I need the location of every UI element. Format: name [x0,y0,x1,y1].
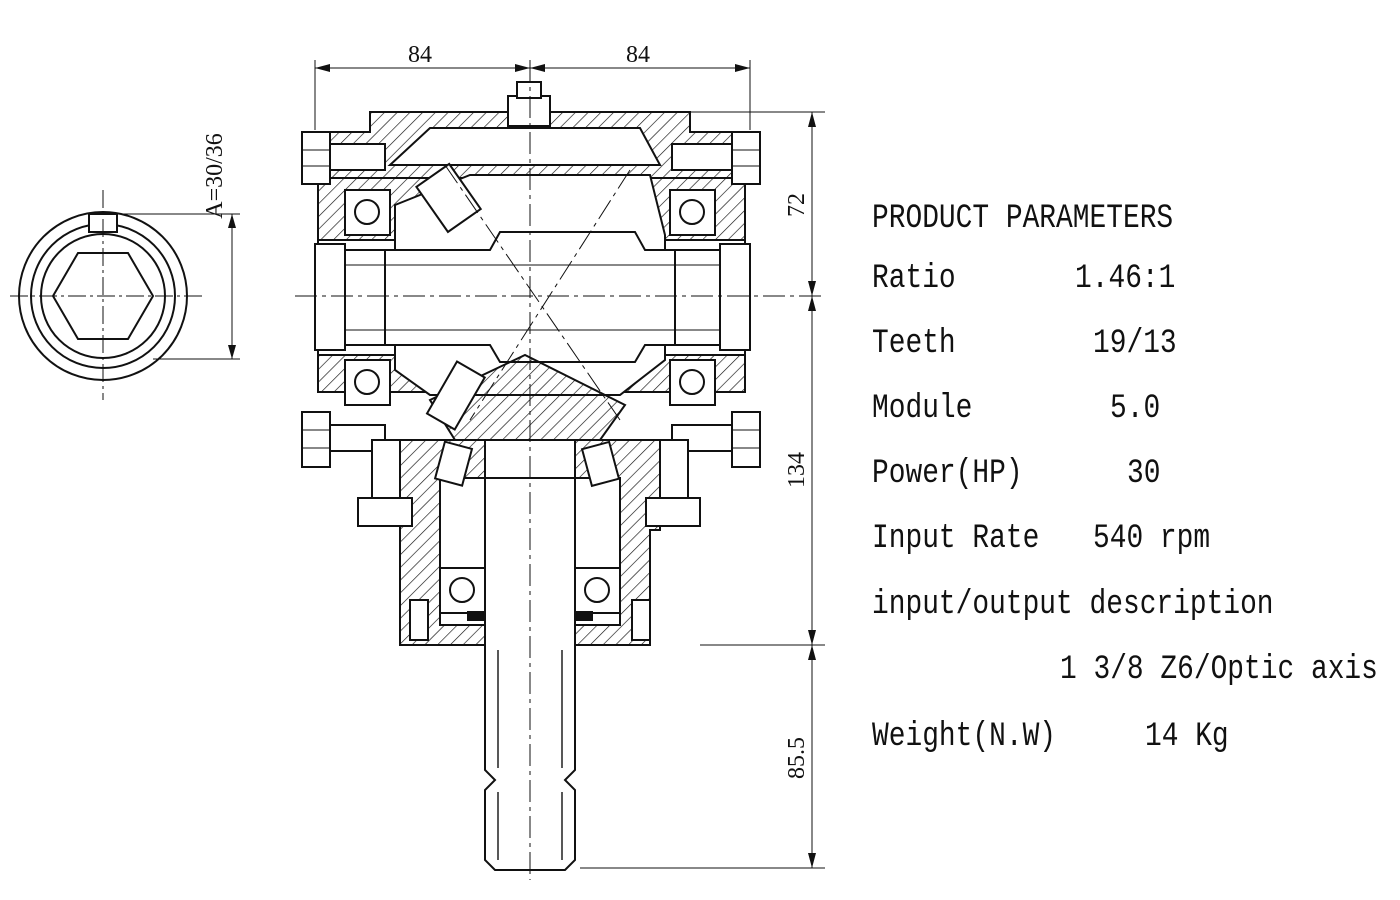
dim-height-upper: 72 [784,193,810,217]
hex-spline-bore [51,252,155,340]
spline-end-view [10,190,240,400]
dimension-lines [314,60,825,869]
bolt-upper-right [671,131,761,185]
dim-height-middle: 134 [784,452,810,488]
dim-height-shaft: 85.5 [784,737,810,779]
dim-width-right: 84 [626,42,650,68]
gearbox-section [295,60,825,880]
bolt-lower-right [671,411,761,468]
dim-width-left: 84 [408,42,432,68]
bolt-upper-left [301,131,386,185]
dim-spline-note: A=30/36 [202,133,228,219]
